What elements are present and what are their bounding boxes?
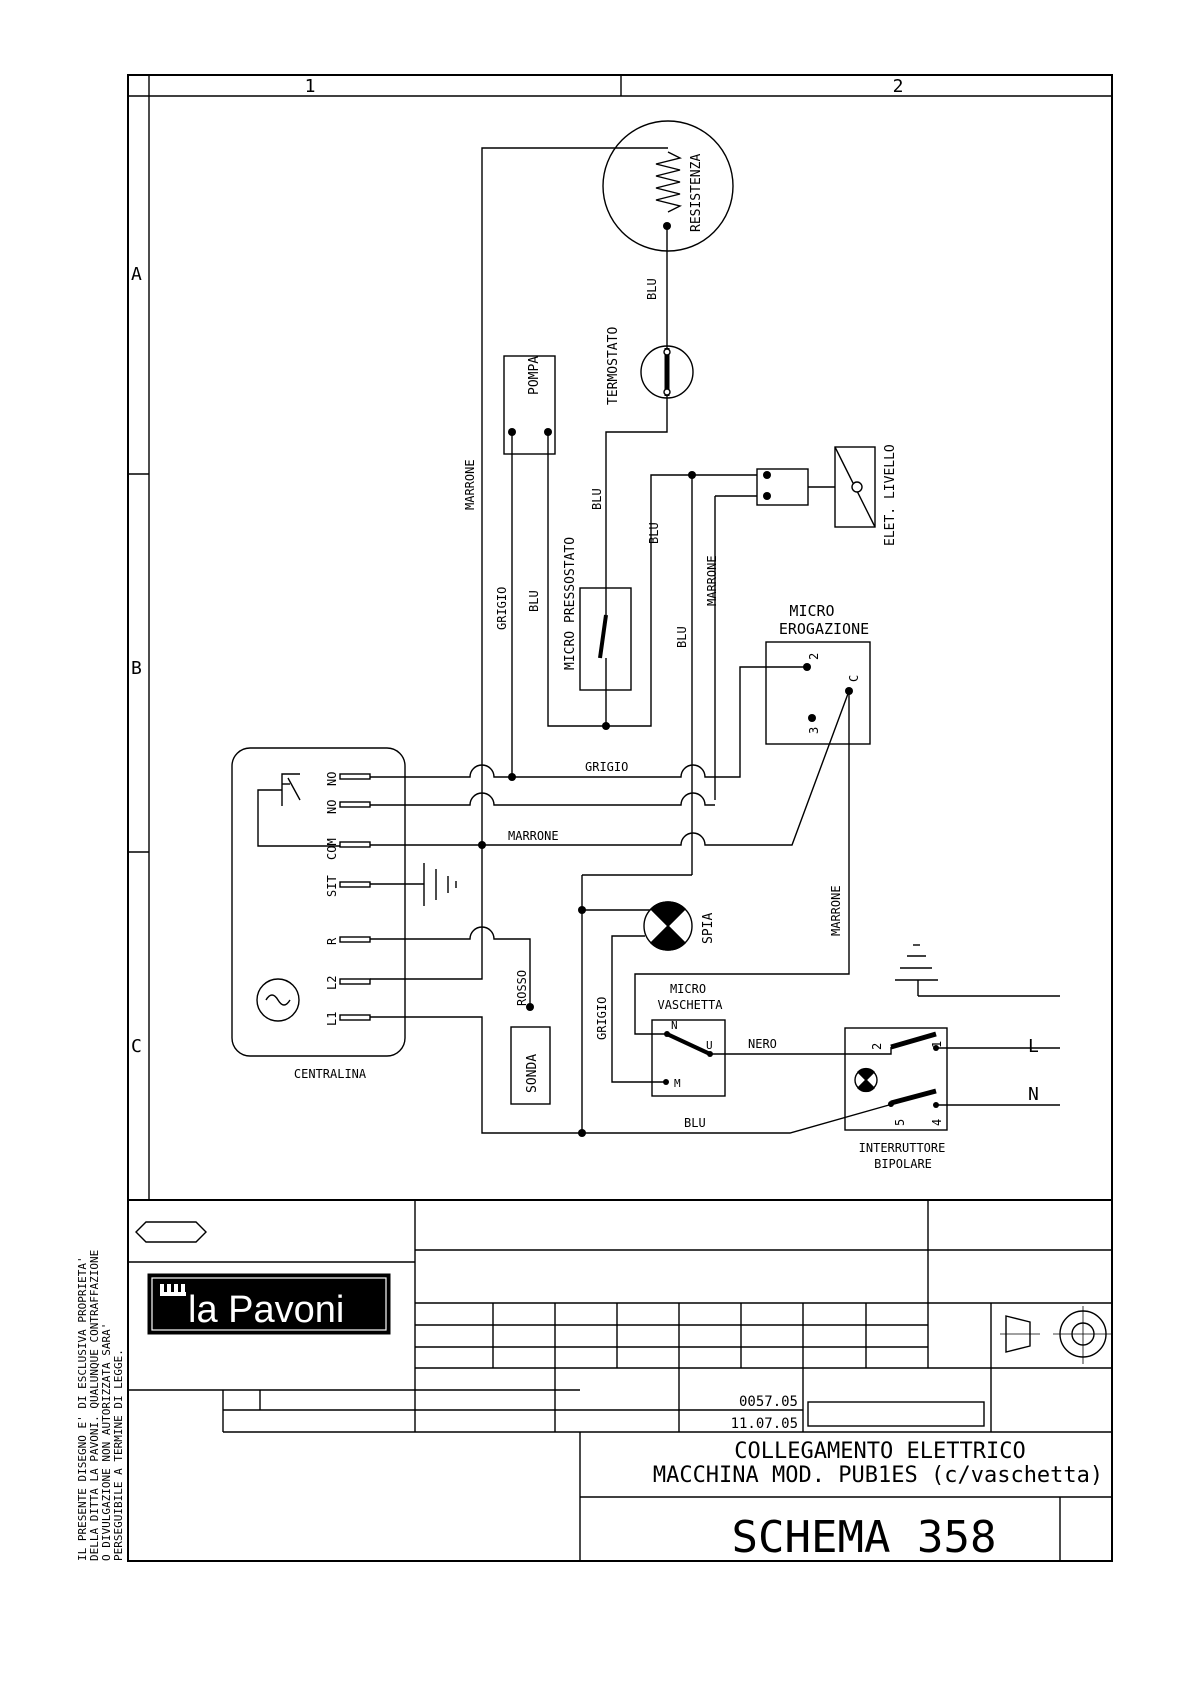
sonda-box xyxy=(510,1026,551,1105)
interruttore-label-2: BIPOLARE xyxy=(874,1157,932,1171)
wire-blu-pressostato: BLU xyxy=(590,488,604,510)
row-label-a: A xyxy=(131,264,142,285)
projection-symbol xyxy=(1005,1315,1031,1353)
wire-marrone-vertical: MARRONE xyxy=(463,459,477,510)
terminal-l2: L2 xyxy=(325,976,339,990)
ac-source-symbol xyxy=(256,978,300,1022)
terminal-no-2: NO xyxy=(325,800,339,814)
spia-label: SPIA xyxy=(701,913,716,944)
wire-blu-right: BLU xyxy=(647,522,661,544)
erogazione-terminal-2: 2 xyxy=(807,653,821,660)
column-label-2: 2 xyxy=(893,76,904,97)
micro-erogazione-label-1: MICRO xyxy=(789,602,834,620)
wire-blu-bottom: BLU xyxy=(684,1116,706,1130)
micro-pressostato-label: MICRO PRESSOSTATO xyxy=(563,537,578,670)
title-line-1: COLLEGAMENTO ELETTRICO xyxy=(734,1439,1025,1464)
vaschetta-terminal-m: M xyxy=(674,1077,681,1090)
terminal-sit: SIT xyxy=(325,875,339,897)
switch-terminal-4: 4 xyxy=(930,1119,944,1126)
resistenza-circle xyxy=(602,120,734,252)
erogazione-terminal-3: 3 xyxy=(807,727,821,734)
svg-text:DELLA DITTA LA PAVONI. QUALUNQ: DELLA DITTA LA PAVONI. QUALUNQUE CONTRAF… xyxy=(88,1250,101,1561)
wire-nero: NERO xyxy=(748,1037,777,1051)
wire-blu-left: BLU xyxy=(527,590,541,612)
terminal-no-1: NO xyxy=(325,772,339,786)
drawing-frame xyxy=(127,74,1113,1562)
sonda-label: SONDA xyxy=(525,1054,540,1093)
wire-rosso: ROSSO xyxy=(515,970,529,1006)
row-label-c: C xyxy=(131,1036,142,1057)
termostato-label: TERMOSTATO xyxy=(606,327,621,405)
wire-grigio-lower: GRIGIO xyxy=(595,997,609,1040)
wire-grigio-left: GRIGIO xyxy=(495,587,509,630)
wire-grigio-horizontal: GRIGIO xyxy=(585,760,628,774)
line-l-label: L xyxy=(1028,1036,1039,1057)
wire-marrone-horizontal: MARRONE xyxy=(508,829,559,843)
schema-number: SCHEMA 358 xyxy=(732,1512,997,1563)
vaschetta-terminal-u: U xyxy=(706,1039,713,1052)
terminal-r: R xyxy=(325,937,339,945)
legal-notice: IL PRESENTE DISEGNO E' DI ESCLUSIVA PROP… xyxy=(76,1250,125,1561)
wire-blu-top: BLU xyxy=(645,278,659,300)
interruttore-label-1: INTERRUTTORE xyxy=(859,1141,946,1155)
drawing-code: 0057.05 xyxy=(739,1394,798,1410)
logo-box xyxy=(147,1273,391,1335)
pompa-box xyxy=(503,355,556,455)
micro-vaschetta-label-2: VASCHETTA xyxy=(657,998,723,1012)
switch-terminal-1: 1 xyxy=(930,1041,944,1048)
micro-vaschetta-box xyxy=(651,1019,726,1097)
terminal-com: COM xyxy=(325,838,339,860)
row-label-b: B xyxy=(131,658,142,679)
logo-text: la Pavoni xyxy=(188,1289,344,1331)
wire-blu-center: BLU xyxy=(675,626,689,648)
terminal-l1: L1 xyxy=(325,1012,339,1026)
micro-vaschetta-label-1: MICRO xyxy=(670,982,706,996)
micro-erogazione-box xyxy=(765,641,871,745)
centralina-label: CENTRALINA xyxy=(294,1067,367,1081)
centralina-box xyxy=(231,747,406,1057)
logo-mark-icon xyxy=(160,1284,186,1296)
line-n-label: N xyxy=(1028,1084,1039,1105)
svg-text:IL PRESENTE DISEGNO E' DI ESCL: IL PRESENTE DISEGNO E' DI ESCLUSIVA PROP… xyxy=(76,1256,89,1561)
micro-erogazione-label-2: EROGAZIONE xyxy=(779,620,869,638)
drawing-date: 11.07.05 xyxy=(731,1416,798,1432)
interruttore-box xyxy=(844,1027,948,1131)
erogazione-terminal-c: C xyxy=(847,675,861,682)
elet-livello-label: ELET. LIVELLO xyxy=(883,444,898,546)
title-line-2: MACCHINA MOD. PUB1ES (c/vaschetta) xyxy=(653,1463,1103,1488)
svg-text:O DIVULGAZIONE NON AUTORIZZATA: O DIVULGAZIONE NON AUTORIZZATA SARA' xyxy=(100,1323,113,1561)
vaschetta-terminal-n: N xyxy=(671,1019,678,1032)
column-label-1: 1 xyxy=(305,76,316,97)
switch-terminal-5: 5 xyxy=(893,1119,907,1126)
heater-element xyxy=(655,151,683,213)
pompa-label: POMPA xyxy=(527,356,542,395)
wire-marrone-lower: MARRONE xyxy=(829,885,843,936)
svg-text:PERSEGUIBILE A TERMINE DI LEGG: PERSEGUIBILE A TERMINE DI LEGGE. xyxy=(112,1349,125,1561)
wire-marrone-right: MARRONE xyxy=(705,555,719,606)
resistenza-label: RESISTENZA xyxy=(689,154,704,232)
switch-terminal-2: 2 xyxy=(870,1043,884,1050)
badge-shape xyxy=(135,1221,207,1243)
